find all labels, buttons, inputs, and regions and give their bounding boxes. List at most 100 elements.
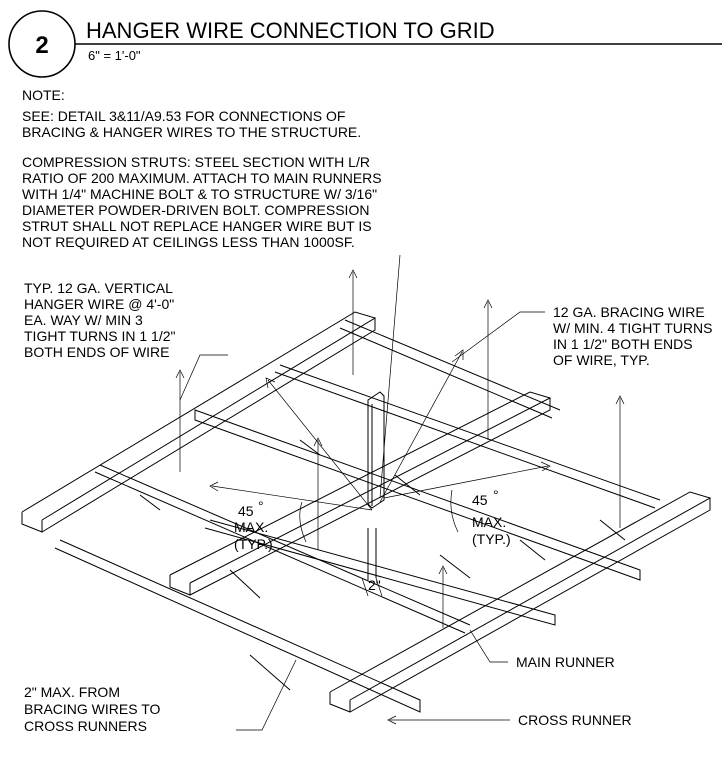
callout-line: TYP. 12 GA. VERTICAL xyxy=(24,280,173,296)
angle-degree: ° xyxy=(258,498,264,514)
leader-line xyxy=(236,659,297,731)
callout-line: BRACING WIRES TO xyxy=(24,701,161,717)
hanger-wires xyxy=(175,269,625,628)
cross-runner-line xyxy=(439,554,471,579)
main-runner-line xyxy=(329,692,351,713)
note-line: BRACING & HANGER WIRES TO THE STRUCTURE. xyxy=(22,124,361,140)
cross-runner-line xyxy=(99,464,471,626)
cross-runner-line xyxy=(299,439,321,456)
bracing-wire xyxy=(211,485,373,511)
cross-runner-line xyxy=(94,471,466,634)
callout-line: 12 GA. BRACING WIRE xyxy=(553,304,705,320)
leaders xyxy=(179,254,545,731)
leader-line xyxy=(451,311,545,363)
bracing-wire-arrow xyxy=(454,349,464,360)
cross-runner-line xyxy=(54,539,421,713)
detail-title: HANGER WIRE CONNECTION TO GRID xyxy=(86,18,495,43)
ceiling-grid xyxy=(21,269,712,713)
bracing-wire xyxy=(379,351,463,503)
angle-max: MAX. xyxy=(472,514,506,530)
hanger-wire-arrow xyxy=(615,395,625,405)
cross-runner-line xyxy=(599,519,626,541)
bracing-wires xyxy=(209,349,551,511)
leader-line xyxy=(179,354,228,401)
dimension-line xyxy=(361,577,383,597)
cross-runner-line xyxy=(279,364,661,501)
cross-runners xyxy=(54,319,661,713)
note-line: STRUT SHALL NOT REPLACE HANGER WIRE BUT … xyxy=(22,218,372,234)
angle-degree: ° xyxy=(493,487,499,503)
detail-scale: 6" = 1'-0" xyxy=(88,48,141,63)
cross-runner-line xyxy=(194,409,641,581)
cross-runner-label: CROSS RUNNER xyxy=(518,712,632,728)
bracing-wire-arrow xyxy=(265,377,276,389)
angle-arc-right xyxy=(450,489,459,533)
hanger-wire-arrow xyxy=(438,565,448,575)
callout-angle-left: 45 ° MAX. (TYP.) xyxy=(234,498,273,552)
angle-value: 45 xyxy=(472,492,488,508)
note-line: DIAMETER POWDER-DRIVEN BOLT. COMPRESSION xyxy=(22,202,369,218)
title-block: 2 HANGER WIRE CONNECTION TO GRID 6" = 1'… xyxy=(8,10,722,78)
note-line: COMPRESSION STRUTS: STEEL SECTION WITH L… xyxy=(22,154,370,170)
callout-hanger-wire: TYP. 12 GA. VERTICAL HANGER WIRE @ 4'-0"… xyxy=(24,280,176,360)
angle-max: MAX. xyxy=(234,519,268,535)
cross-runner-line xyxy=(204,519,556,626)
cross-runner-line xyxy=(249,654,291,691)
strut-body xyxy=(367,391,385,509)
callout-line: OF WIRE, TYP. xyxy=(553,352,650,368)
leader-line xyxy=(379,254,401,499)
note-line: SEE: DETAIL 3&11/A9.53 FOR CONNECTIONS O… xyxy=(22,108,345,124)
main-runner-line xyxy=(169,575,191,596)
hanger-wire-arrow xyxy=(175,369,185,379)
hanger-wire-arrow xyxy=(313,437,323,447)
callout-angle-right: 45 ° MAX. (TYP.) xyxy=(472,487,511,547)
cross-runner-line xyxy=(344,319,561,411)
callout-line: HANGER WIRE @ 4'-0" xyxy=(24,296,174,312)
callout-line: CROSS RUNNERS xyxy=(24,718,147,734)
leader-line xyxy=(469,629,508,663)
angle-typ: (TYP.) xyxy=(472,531,511,547)
compression-strut xyxy=(367,391,385,580)
angle-typ: (TYP.) xyxy=(234,536,273,552)
cross-runner-line xyxy=(339,327,553,419)
strut-lower xyxy=(367,528,377,580)
callout-bracing-offset: 2" MAX. FROM BRACING WIRES TO CROSS RUNN… xyxy=(24,684,161,734)
note-line: WITH 1/4" MACHINE BOLT & TO STRUCTURE W/… xyxy=(22,186,377,202)
callout-line: W/ MIN. 4 TIGHT TURNS xyxy=(553,320,712,336)
cross-runner-line xyxy=(274,371,656,509)
detail-number: 2 xyxy=(35,32,48,59)
bracing-wire-arrow xyxy=(209,481,219,492)
leader-arrow xyxy=(387,715,397,725)
callout-line: EA. WAY W/ MIN 3 xyxy=(24,312,143,328)
main-runner-line xyxy=(169,391,552,584)
bracing-wire xyxy=(383,465,549,499)
bracing-wire-arrow xyxy=(540,461,551,472)
bracing-wire xyxy=(267,379,373,511)
note-line: NOT REQUIRED AT CEILINGS LESS THAN 1000S… xyxy=(22,234,355,250)
cross-runner-line xyxy=(519,539,546,561)
angle-value: 45 xyxy=(238,503,254,519)
main-runner-line xyxy=(41,318,376,533)
callout-line: IN 1 1/2" BOTH ENDS xyxy=(553,336,693,352)
callout-line: 2" MAX. FROM xyxy=(24,684,120,700)
cross-runner-line xyxy=(139,494,161,511)
note-heading: NOTE: xyxy=(22,87,65,103)
main-runners xyxy=(21,311,712,713)
main-runner-line xyxy=(329,491,712,701)
hanger-wire-arrow xyxy=(483,299,493,309)
callout-line: BOTH ENDS OF WIRE xyxy=(24,344,169,360)
notes-block: NOTE: SEE: DETAIL 3&11/A9.53 FOR CONNECT… xyxy=(22,87,382,250)
main-runner-label: MAIN RUNNER xyxy=(516,654,615,670)
main-runner-line xyxy=(189,398,551,596)
note-line: RATIO OF 200 MAXIMUM. ATTACH TO MAIN RUN… xyxy=(22,170,382,186)
callout-bracing-wire: 12 GA. BRACING WIRE W/ MIN. 4 TIGHT TURN… xyxy=(553,304,712,368)
main-runner-line xyxy=(21,512,43,533)
offset-dimension: 2" xyxy=(368,577,381,593)
angle-arc-left xyxy=(299,501,307,543)
main-runner-line xyxy=(21,311,377,521)
hanger-wire-arrow xyxy=(348,269,358,279)
cross-runner-line xyxy=(229,569,261,599)
callout-line: TIGHT TURNS IN 1 1/2" xyxy=(24,328,176,344)
main-runner-line xyxy=(349,498,711,713)
